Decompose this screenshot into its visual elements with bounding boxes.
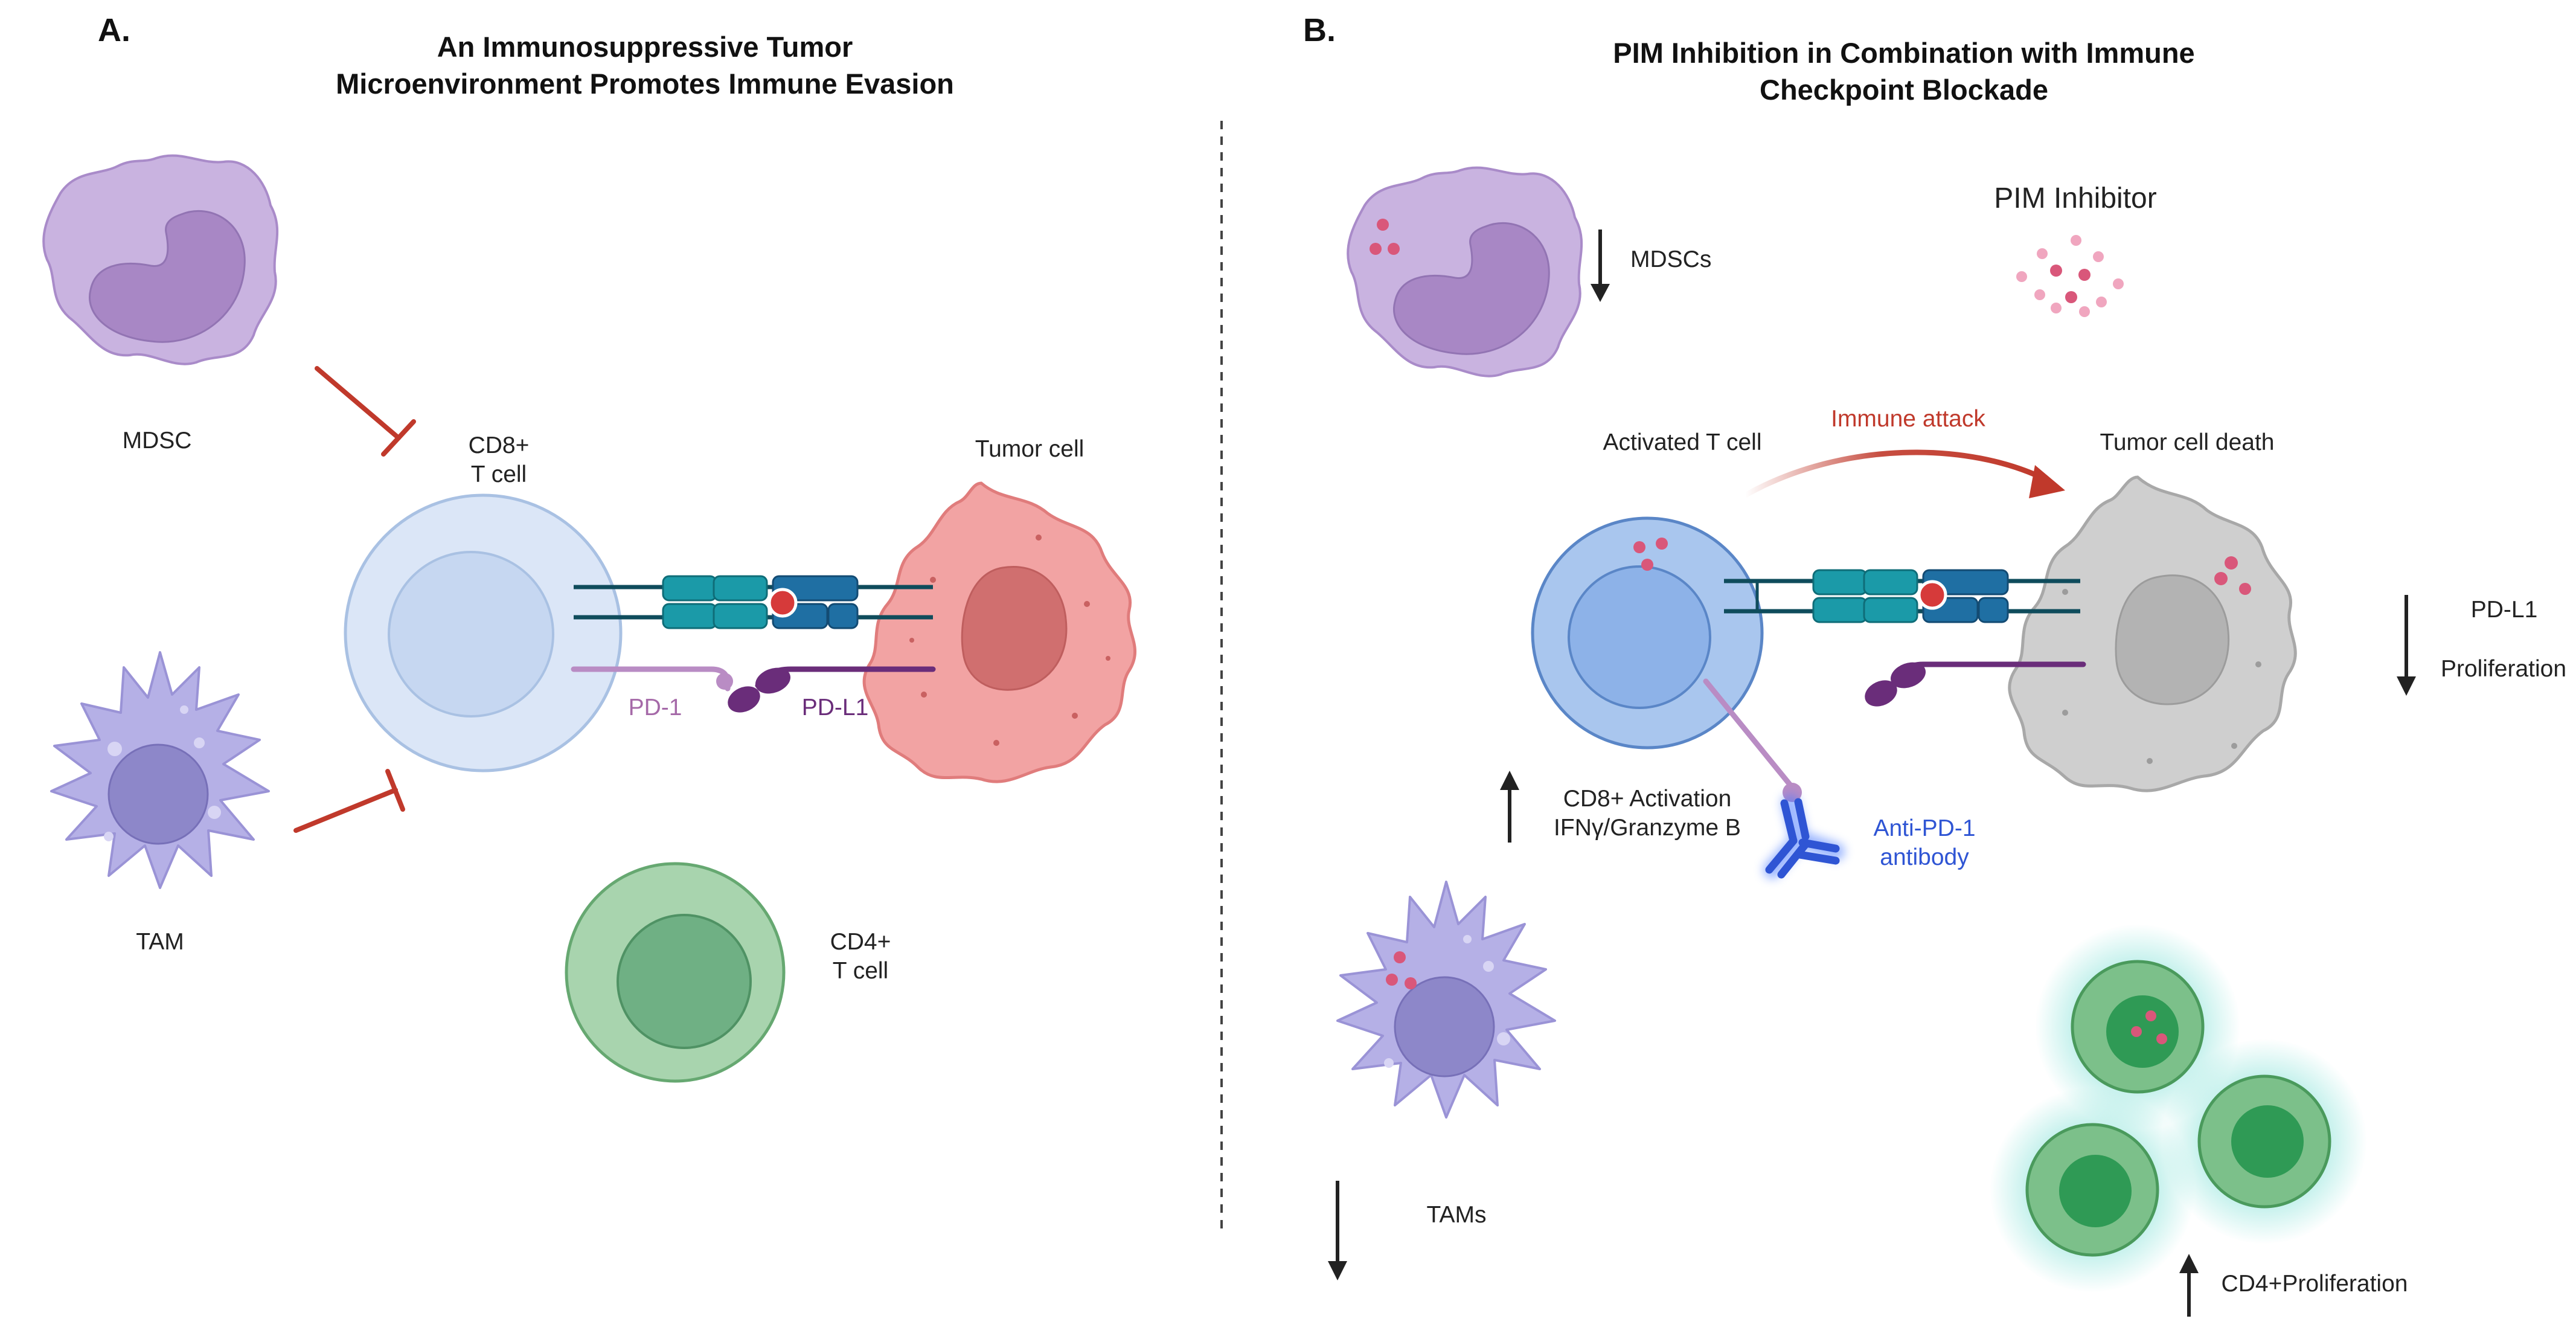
- activated-t-cell: [1531, 516, 1764, 750]
- cd8-label-line1: CD8+: [469, 432, 530, 458]
- tams-label: TAMs: [1427, 1202, 1487, 1228]
- dying-tumor-cell: [2008, 475, 2297, 792]
- proliferation-label: Proliferation: [2441, 656, 2566, 682]
- immune-attack-arrow: [1742, 449, 2065, 498]
- pdl1-unbound: [1865, 661, 2086, 707]
- panel-b-title-line2: Checkpoint Blockade: [1760, 74, 2048, 106]
- pdl1-label: PD-L1: [802, 695, 869, 721]
- tcr-mhc-complex: [574, 575, 933, 629]
- tams-down-arrow: [1328, 1181, 1347, 1280]
- tam-label: TAM: [136, 929, 184, 955]
- panel-a-letter: A.: [98, 12, 130, 48]
- pd1-label: PD-1: [629, 695, 682, 721]
- panel-a-title-line2: Microenvironment Promotes Immune Evasion: [336, 68, 954, 100]
- cd4-proliferating-cells: [1990, 924, 2367, 1292]
- pim-inhibitor-molecules: [2016, 235, 2124, 317]
- cd8-t-cell: [344, 493, 623, 772]
- antibody-label-line2: antibody: [1880, 844, 1969, 870]
- activated-t-label: Activated T cell: [1603, 429, 1761, 455]
- cd4-label-line1: CD4+: [830, 929, 891, 955]
- cd4-proliferation-up-arrow: [2179, 1254, 2199, 1317]
- cd8-label-line2: T cell: [471, 461, 527, 487]
- pdl1-proliferation-down-arrow: [2397, 595, 2416, 696]
- cd4-label-line2: T cell: [833, 958, 888, 984]
- tam-inhibition-arrow: [293, 769, 405, 833]
- tumor-label: Tumor cell: [975, 436, 1085, 462]
- pim-inhibitor-label: PIM Inhibitor: [1994, 182, 2156, 214]
- panel-b-letter: B.: [1303, 12, 1336, 48]
- cd8-activation-label-line2: IFNγ/Granzyme B: [1554, 815, 1741, 841]
- cd8-activation-label-line1: CD8+ Activation: [1563, 786, 1732, 812]
- anti-pd1-antibody: [1763, 794, 1845, 879]
- panel-b-title-line1: PIM Inhibition in Combination with Immun…: [1613, 37, 2194, 69]
- cd4-proliferation-label: CD4+Proliferation: [2222, 1271, 2408, 1297]
- antibody-label-line1: Anti-PD-1: [1873, 815, 1975, 841]
- pd1-pdl1-pair: [571, 666, 936, 713]
- tumor-cell: [862, 481, 1136, 783]
- pdl1-label-b: PD-L1: [2471, 597, 2538, 623]
- cd4-t-cell: [565, 862, 786, 1083]
- tcr-mhc-complex-b: [1724, 569, 2080, 623]
- mdsc-cell-b: [1347, 166, 1583, 377]
- tam-cell-b: [1336, 881, 1556, 1119]
- mdscs-label: MDSCs: [1630, 246, 1711, 272]
- mdsc-inhibition-arrow: [315, 366, 416, 457]
- pd1-with-antibody: [1703, 678, 1802, 802]
- mdsc-cell: [42, 154, 279, 365]
- immune-attack-label: Immune attack: [1831, 406, 1985, 432]
- tumor-death-label: Tumor cell death: [2100, 429, 2274, 455]
- mdsc-label: MDSC: [123, 428, 192, 454]
- tam-cell: [50, 651, 270, 889]
- cd8-activation-up-arrow: [1500, 771, 1519, 843]
- panel-a-title-line1: An Immunosuppressive Tumor: [437, 31, 853, 63]
- mdsc-down-arrow: [1591, 230, 1610, 302]
